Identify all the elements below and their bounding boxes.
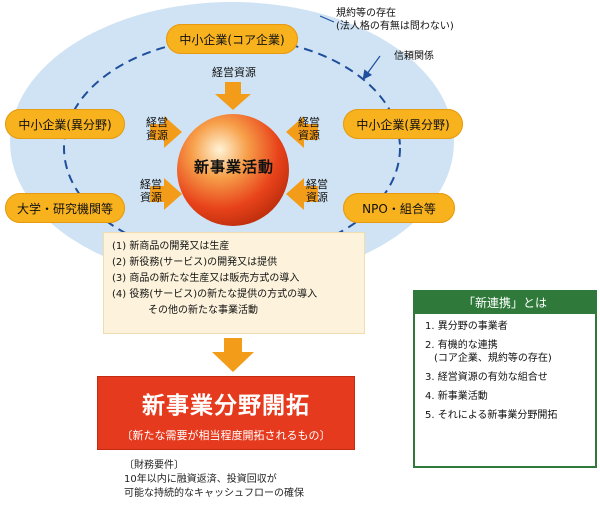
- new-business-activity-label: 新事業活動: [193, 158, 274, 176]
- trust-note: 信頼関係: [394, 51, 434, 62]
- activity-item: (1) 新商品の開発又は生産: [112, 241, 230, 252]
- definition-item: 4. 新事業活動: [425, 391, 488, 402]
- resource-label-right-sme: 経営 資源: [298, 116, 320, 142]
- activity-item: (4) 役務(サービス)の新たな提供の方式の導入: [112, 289, 318, 300]
- definition-list: 1. 異分野の事業者 2. 有機的な連携 (コア企業、規約等の存在) 3. 経営…: [415, 314, 595, 422]
- rules-note: 規約等の存在 (法人格の有無は問わない): [336, 7, 454, 33]
- arrow-npo: [286, 178, 318, 210]
- arrow-to-result: [212, 338, 254, 372]
- new-business-field-box: 新事業分野開拓 〔新たな需要が相当程度開拓されるもの〕: [97, 376, 355, 450]
- rules-note-line2: (法人格の有無は問わない): [336, 21, 454, 32]
- definition-title: 「新連携」とは: [415, 292, 595, 314]
- core-sme-pill: 中小企業(コア企業): [166, 24, 298, 54]
- definition-item: 3. 経営資源の有効な組合せ: [425, 372, 548, 383]
- activities-list: (1) 新商品の開発又は生産 (2) 新役務(サービス)の開発又は提供 (3) …: [103, 232, 365, 334]
- activity-item: (3) 商品の新たな生産又は販売方式の導入: [112, 273, 300, 284]
- activity-item: (2) 新役務(サービス)の開発又は提供: [112, 257, 278, 268]
- result-subtitle: 〔新たな需要が相当程度開拓されるもの〕: [121, 429, 331, 442]
- left-sme-pill: 中小企業(異分野): [5, 109, 125, 139]
- definition-box: 「新連携」とは 1. 異分野の事業者 2. 有機的な連携 (コア企業、規約等の存…: [413, 290, 597, 468]
- financial-heading: 〔財務要件〕: [124, 460, 184, 471]
- result-title: 新事業分野開拓: [142, 393, 310, 419]
- resource-label-npo: 経営 資源: [306, 178, 328, 204]
- npo-pill: NPO・組合等: [343, 193, 455, 223]
- definition-item: 1. 異分野の事業者: [425, 321, 508, 332]
- rules-note-line1: 規約等の存在: [336, 8, 396, 19]
- arrow-university: [150, 178, 182, 210]
- university-pill: 大学・研究機関等: [5, 193, 125, 223]
- resource-label-core: 経営資源: [212, 66, 256, 79]
- financial-requirements: 〔財務要件〕 10年以内に融資返済、投資回収が 可能な持続的なキャッシュフローの…: [124, 459, 304, 501]
- activity-item: その他の新たな事業活動: [148, 305, 258, 316]
- definition-item: 2. 有機的な連携 (コア企業、規約等の存在): [425, 340, 552, 364]
- financial-line2: 可能な持続的なキャッシュフローの確保: [124, 488, 304, 499]
- trust-callout-line: [362, 55, 381, 80]
- resource-label-left-sme: 経営 資源: [146, 116, 168, 142]
- resource-label-university: 経営 資源: [140, 178, 162, 204]
- rules-callout-line: [319, 15, 335, 23]
- arrow-left-sme: [150, 116, 182, 148]
- right-sme-pill: 中小企業(異分野): [343, 109, 463, 139]
- arrow-right-sme: [286, 116, 318, 148]
- arrow-core-down: [215, 82, 251, 110]
- financial-line1: 10年以内に融資返済、投資回収が: [124, 474, 277, 485]
- definition-item: 5. それによる新事業分野開拓: [425, 410, 558, 421]
- new-business-sphere: [177, 114, 289, 226]
